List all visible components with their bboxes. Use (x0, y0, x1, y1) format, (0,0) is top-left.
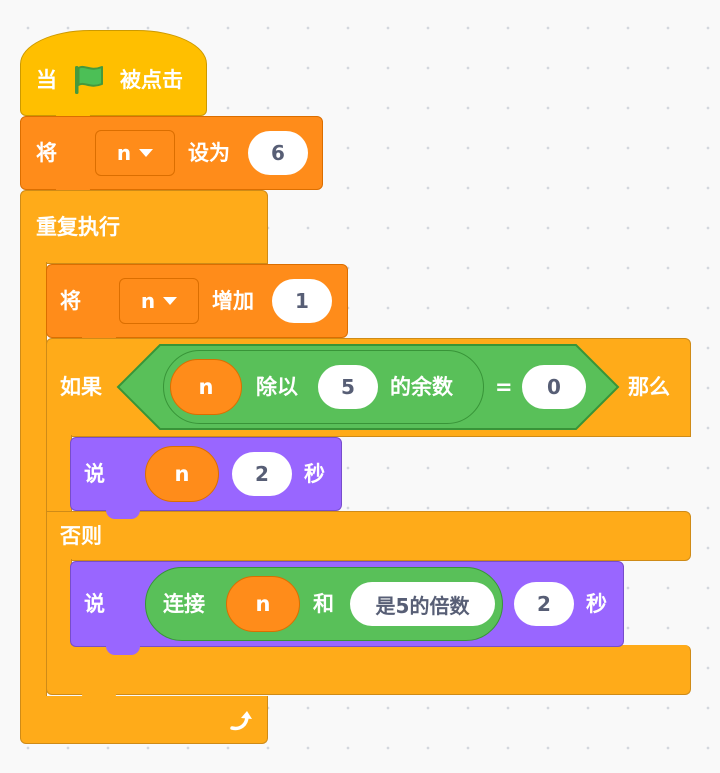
join-label: 连接 (163, 592, 205, 616)
if-else-middle (46, 511, 691, 561)
block-notch (106, 646, 140, 655)
mod-divisor-input[interactable]: 5 (318, 365, 378, 409)
else-label: 否则 (60, 524, 102, 548)
variable-dropdown[interactable]: n (119, 278, 199, 324)
if-else-arm (46, 559, 72, 647)
mod-op-label: 除以 (256, 375, 298, 399)
if-label: 如果 (60, 375, 102, 399)
when-flag-clicked-block[interactable] (20, 30, 207, 116)
variable-dropdown[interactable]: n (95, 130, 175, 176)
set-to-label: 设为 (188, 141, 230, 165)
say-secs-input[interactable]: 2 (232, 452, 292, 496)
dropdown-arrow-icon (139, 149, 154, 157)
forever-block-arm (20, 262, 47, 698)
block-notch (106, 510, 140, 519)
join-and-label: 和 (313, 592, 334, 616)
say-label: 说 (84, 592, 105, 616)
variable-name: n (140, 289, 156, 313)
change-by-label: 增加 (212, 289, 254, 313)
if-else-arm (46, 435, 72, 513)
rotate-arrow-icon (230, 711, 252, 731)
say-secs-input[interactable]: 2 (514, 582, 574, 626)
change-value-input[interactable]: 1 (272, 279, 332, 323)
say-label: 说 (84, 462, 105, 486)
say-unit-label: 秒 (304, 462, 325, 486)
hat-label-before: 当 (36, 68, 57, 92)
forever-block[interactable] (20, 190, 268, 264)
green-flag-icon (75, 65, 103, 94)
mod-suffix-label: 的余数 (390, 375, 453, 399)
dropdown-arrow-icon (163, 297, 178, 305)
equals-sign: = (495, 375, 513, 399)
forever-block-bottom (20, 696, 268, 744)
change-prefix-label: 将 (60, 289, 81, 313)
set-prefix-label: 将 (36, 141, 57, 165)
forever-label: 重复执行 (36, 215, 120, 239)
variable-reporter-n[interactable]: n (226, 576, 300, 632)
hat-label-after: 被点击 (120, 68, 183, 92)
equals-value-input[interactable]: 0 (522, 365, 586, 409)
variable-reporter-n[interactable]: n (145, 446, 219, 502)
set-value-input[interactable]: 6 (248, 131, 308, 175)
say-unit-label: 秒 (586, 592, 607, 616)
variable-name: n (116, 141, 132, 165)
variable-reporter-n[interactable]: n (170, 359, 242, 415)
then-label: 那么 (628, 375, 670, 399)
if-else-bottom (46, 645, 691, 695)
join-text-input[interactable]: 是5的倍数 (350, 582, 495, 626)
block-notch (82, 694, 116, 703)
